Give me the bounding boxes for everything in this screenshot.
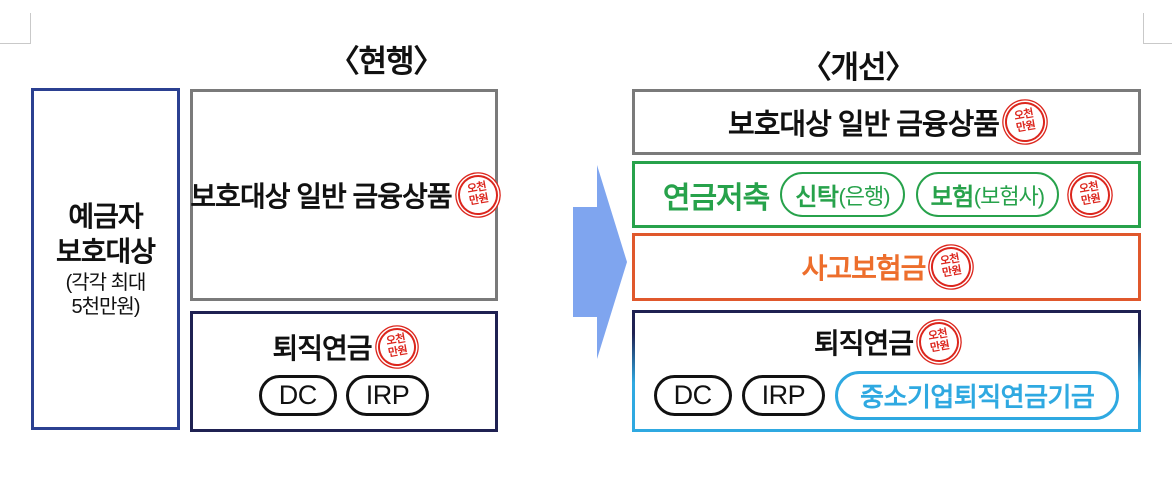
fifty-million-stamp: 오천 만원 [915, 318, 963, 366]
accident-insurance-label: 사고보험금 [801, 253, 927, 284]
improved-pension-savings-box: 연금저축 신탁(은행) 보험(보험사) 오천 만원 [632, 161, 1141, 228]
improved-retirement-pension-label: 퇴직연금 [813, 328, 914, 359]
current-retirement-pension-box: 퇴직연금 오천 만원 DC IRP [190, 311, 498, 432]
improved-general-products-label: 보호대상 일반 금융상품 [728, 109, 1000, 141]
fifty-million-stamp: 오천 만원 [928, 243, 975, 291]
stamp-line2: 만원 [929, 339, 951, 355]
fifty-million-stamp: 오천 만원 [1001, 98, 1049, 146]
stamp-line2: 만원 [1015, 119, 1037, 135]
insurance-pill-strong: 보험 [930, 184, 975, 211]
improved-retirement-pension-box: 퇴직연금 오천 만원 DC IRP 중소기업퇴직연금기금 [632, 310, 1141, 432]
page-corner-mark-left [0, 13, 31, 44]
dc-pill: DC [653, 375, 732, 416]
current-section-title: 〈현행〉 [328, 44, 444, 79]
improved-general-products-box: 보호대상 일반 금융상품 오천 만원 [632, 89, 1141, 155]
current-general-products-label: 보호대상 일반 금융상품 [190, 181, 452, 212]
improved-accident-insurance-box: 사고보험금 오천 만원 [632, 233, 1141, 301]
irp-pill: IRP [741, 375, 826, 416]
trust-bank-pill: 신탁(은행) [780, 172, 905, 217]
insurance-company-pill: 보험(보험사) [915, 172, 1060, 217]
fifty-million-stamp: 오천 만원 [454, 171, 501, 219]
depositor-note-line2: 5천만원) [71, 296, 141, 318]
fifty-million-stamp: 오천 만원 [374, 324, 419, 370]
depositor-protection-box: 예금자 보호대상 (각각 최대 5천만원) [31, 88, 180, 430]
insurance-pill-light: (보험사) [973, 183, 1045, 209]
depositor-title-line2: 보호대상 [55, 235, 156, 267]
stamp-line2: 만원 [467, 192, 489, 208]
current-general-products-box: 보호대상 일반 금융상품 오천 만원 [190, 89, 501, 301]
depositor-title-line1: 예금자 [68, 200, 143, 232]
irp-pill: IRP [345, 375, 430, 416]
improved-section-title: 〈개선〉 [800, 50, 916, 85]
trust-pill-light: (은행) [838, 183, 890, 209]
trust-pill-strong: 신탁 [795, 184, 839, 211]
depositor-note-line1: (각각 최대 [65, 271, 147, 294]
sme-retirement-fund-pill: 중소기업퇴직연금기금 [835, 371, 1120, 420]
dc-pill: DC [258, 375, 337, 416]
transition-arrow-icon [570, 163, 630, 361]
fifty-million-stamp: 오천 만원 [1066, 171, 1114, 218]
stamp-line2: 만원 [941, 264, 963, 280]
pension-savings-label: 연금저축 [662, 181, 770, 215]
stamp-line2: 만원 [1080, 191, 1102, 208]
page-corner-mark-right [1143, 13, 1172, 44]
stamp-line2: 만원 [386, 344, 408, 360]
current-retirement-pension-label: 퇴직연금 [272, 333, 372, 364]
